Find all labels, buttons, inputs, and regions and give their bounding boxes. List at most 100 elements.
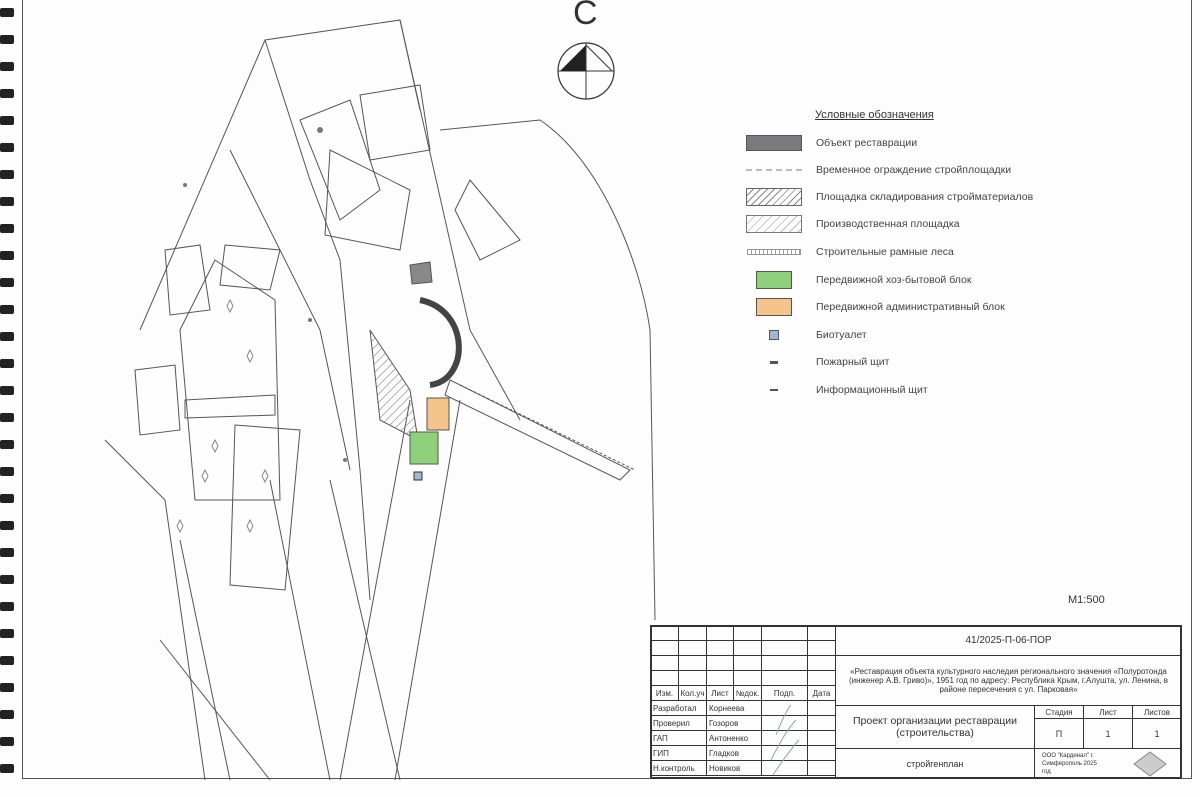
legend-item: Объект реставрации xyxy=(746,133,917,153)
title-block-cell xyxy=(733,655,762,671)
binding-ring xyxy=(0,35,14,44)
column-header: Лист xyxy=(706,685,734,701)
title-block-cell xyxy=(761,640,808,656)
sheet-header: Лист xyxy=(1083,705,1133,719)
north-arrow-icon xyxy=(557,42,615,100)
drawing-name: стройгенплан xyxy=(835,748,1035,779)
binding-ring xyxy=(0,764,14,773)
column-header: №док. xyxy=(733,685,762,701)
binding-ring xyxy=(0,683,14,692)
legend-label: Информационный щит xyxy=(816,384,928,396)
legend-item: Строительные рамные леса xyxy=(746,242,954,262)
binding-ring xyxy=(0,440,14,449)
binding-ring xyxy=(0,494,14,503)
title-block-cell xyxy=(807,670,836,686)
binding-ring xyxy=(0,710,14,719)
biotoilet xyxy=(413,471,423,481)
legend-label: Пожарный щит xyxy=(816,356,890,368)
role-label: Н.контроль xyxy=(650,760,707,776)
person-name: Гладков xyxy=(706,745,762,761)
company-logo-icon xyxy=(1133,751,1167,777)
legend-label: Передвижной хоз-бытовой блок xyxy=(816,274,972,286)
dark-fill-symbol-icon xyxy=(746,135,802,151)
binding-ring xyxy=(0,8,14,17)
title-block-cell xyxy=(733,625,762,641)
legend-item: Передвижной хоз-бытовой блок xyxy=(746,270,971,290)
binding-ring xyxy=(0,170,14,179)
binding-ring xyxy=(0,62,14,71)
binding-ring xyxy=(0,413,14,422)
column-header: Подп. xyxy=(761,685,808,701)
person-name: Корнеева xyxy=(706,700,762,716)
binding-ring xyxy=(0,548,14,557)
binding-ring xyxy=(0,386,14,395)
date-cell xyxy=(807,730,836,746)
legend-label: Временное ограждение стройплощадки xyxy=(816,164,1012,176)
binding-ring xyxy=(0,575,14,584)
scaffold-line-symbol-icon xyxy=(746,249,802,255)
legend-title: Условные обозначения xyxy=(815,109,934,121)
fill-symbol-icon xyxy=(746,271,802,289)
binding-ring xyxy=(0,737,14,746)
title-block-cell xyxy=(650,625,679,641)
title-block-cell xyxy=(733,640,762,656)
title-block-cell xyxy=(678,670,707,686)
title-block-cell xyxy=(807,640,836,656)
title-block-cell xyxy=(650,775,836,779)
legend-label: Объект реставрации xyxy=(816,137,918,149)
binding-ring xyxy=(0,251,14,260)
drawing-frame xyxy=(22,0,1192,779)
binding-ring xyxy=(0,224,14,233)
document-code: 41/2025-П-06-ПОР xyxy=(835,625,1182,656)
legend-item: Пожарный щит xyxy=(746,352,889,372)
legend-label: Передвижной административный блок xyxy=(816,301,1005,313)
bar-thick-symbol-icon xyxy=(746,360,802,364)
title-block-cell xyxy=(706,625,734,641)
legend-item: Производственная площадка xyxy=(746,214,960,234)
binding-ring xyxy=(0,197,14,206)
legend-label: Биотуалет xyxy=(816,329,867,341)
title-block-cell xyxy=(650,640,679,656)
title-block-cell xyxy=(650,655,679,671)
household-block xyxy=(409,431,439,465)
title-block-cell xyxy=(678,640,707,656)
role-label: ГАП xyxy=(650,730,707,746)
binding-ring xyxy=(0,143,14,152)
person-name: Антоненко xyxy=(706,730,762,746)
column-header: Кол.уч xyxy=(678,685,707,701)
bar-thin-symbol-icon xyxy=(746,389,802,391)
stage-header: Стадия xyxy=(1034,705,1084,719)
legend-item: Передвижной административный блок xyxy=(746,297,1005,317)
date-cell xyxy=(807,745,836,761)
hatch-symbol-icon xyxy=(746,188,802,206)
binding-ring xyxy=(0,467,14,476)
small-square-symbol-icon xyxy=(746,330,802,340)
column-header: Изм. xyxy=(650,685,679,701)
title-block-cell xyxy=(761,625,808,641)
column-header: Дата xyxy=(807,685,836,701)
sheet-value: 1 xyxy=(1083,718,1133,749)
date-cell xyxy=(807,700,836,716)
dashed-line-symbol-icon xyxy=(746,169,802,171)
person-name: Новиков xyxy=(706,760,762,776)
company-info: ООО "Кардинал" г. Симферополь 2025 год xyxy=(1042,753,1097,775)
binding-ring xyxy=(0,521,14,530)
binding-ring xyxy=(0,332,14,341)
title-block-cell xyxy=(706,640,734,656)
title-block-cell xyxy=(733,670,762,686)
legend-label: Строительные рамные леса xyxy=(816,246,954,258)
binding-ring xyxy=(0,305,14,314)
binding-ring xyxy=(0,89,14,98)
legend-item: Временное ограждение стройплощадки xyxy=(746,160,1011,180)
legend-label: Производственная площадка xyxy=(816,218,960,230)
title-block-cell xyxy=(807,625,836,641)
stage-value: П xyxy=(1034,718,1084,749)
object-title: «Реставрация объекта культурного наследи… xyxy=(835,655,1182,706)
binding-ring xyxy=(0,656,14,665)
role-label: Разработал xyxy=(650,700,707,716)
legend-label: Площадка складирования стройматериалов xyxy=(816,191,1034,203)
admin-block xyxy=(426,397,450,431)
title-block-cell xyxy=(761,670,808,686)
